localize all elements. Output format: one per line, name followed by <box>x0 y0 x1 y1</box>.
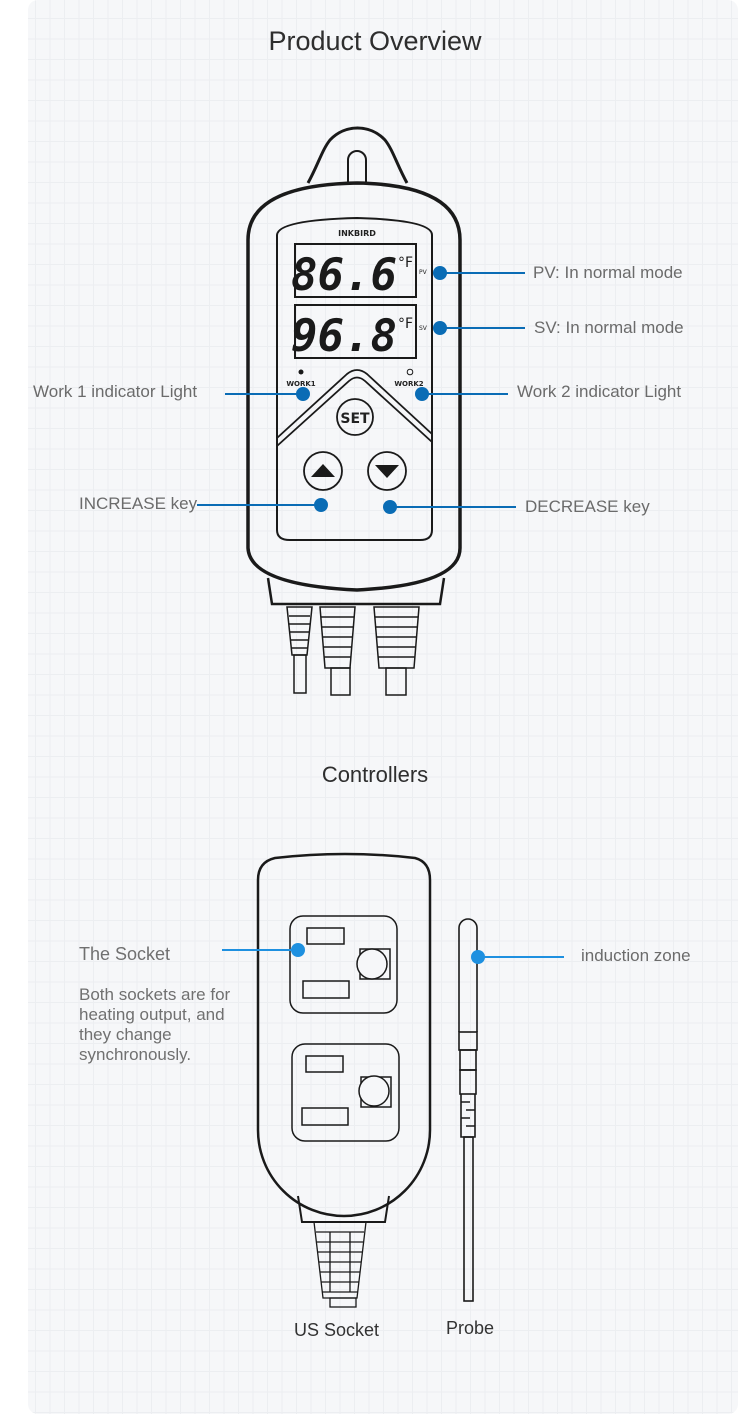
sv-display-window <box>294 304 417 359</box>
chevron-outer <box>276 369 433 439</box>
work1-callout-dot <box>296 387 310 401</box>
socket-title: The Socket <box>79 944 171 964</box>
probe-callout-label: induction zone <box>581 946 691 965</box>
pv-value: 86.6 <box>291 250 397 301</box>
hanger-tab <box>306 126 409 184</box>
increase-callout-dot <box>314 498 328 512</box>
work2-tag: WORK2 <box>394 380 423 388</box>
sv-unit: °F <box>398 316 413 332</box>
work2-callout-label: Work 2 indicator Light <box>517 382 682 401</box>
work2-callout-dot <box>415 387 429 401</box>
decrease-key[interactable] <box>367 451 407 491</box>
outlet-top <box>289 915 398 1014</box>
cable-glands <box>286 606 420 696</box>
socket-callout-dot <box>291 943 305 957</box>
probe-callout-dot <box>471 950 485 964</box>
overview-callout-dots <box>296 266 447 514</box>
hanger-hole <box>347 150 367 183</box>
device-faceplate <box>276 216 433 541</box>
socket-unit <box>256 852 432 1308</box>
pv-callout-dot <box>433 266 447 280</box>
controllers-callout-lines <box>222 949 564 958</box>
set-key[interactable]: SET <box>336 398 374 436</box>
section-title-overview: Product Overview <box>268 26 482 56</box>
down-arrow-icon <box>375 465 399 478</box>
brand-label: INKBIRD <box>338 229 376 238</box>
pv-unit: °F <box>398 255 413 271</box>
overview-callout-lines <box>197 272 525 508</box>
work2-led <box>406 368 414 376</box>
controller-device: INKBIRD 86.6 96.8 °F °F PV SV WORK1 WORK… <box>197 126 525 696</box>
set-key-label: SET <box>340 411 370 427</box>
plug-cable <box>313 1221 367 1308</box>
background-panel <box>28 0 738 1414</box>
section-title-controllers: Controllers <box>321 762 429 787</box>
work1-callout-label: Work 1 indicator Light <box>33 382 198 401</box>
outlet-bottom <box>291 1043 400 1142</box>
socket-body <box>256 852 432 1218</box>
increase-key[interactable] <box>303 451 343 491</box>
sv-callout-label: SV: In normal mode <box>534 318 684 337</box>
socket-collar <box>297 1195 390 1223</box>
device-body <box>246 181 462 592</box>
device-collar <box>266 577 446 606</box>
probe <box>458 918 478 1302</box>
decrease-callout-label: DECREASE key <box>525 497 650 516</box>
work1-led <box>298 369 304 375</box>
up-arrow-icon <box>311 464 335 477</box>
work1-tag: WORK1 <box>286 380 315 388</box>
socket-description: Both sockets are for heating output, and… <box>79 985 231 1064</box>
pv-display-window <box>294 243 417 298</box>
us-socket-caption: US Socket <box>294 1320 380 1340</box>
sv-value: 96.8 <box>291 311 397 362</box>
chevron-inner <box>276 376 433 447</box>
decrease-callout-dot <box>383 500 397 514</box>
probe-caption: Probe <box>446 1318 495 1338</box>
pv-tag: PV <box>419 269 428 276</box>
pv-callout-label: PV: In normal mode <box>533 263 683 282</box>
increase-callout-label: INCREASE key <box>79 494 198 513</box>
sv-callout-dot <box>433 321 447 335</box>
sv-tag: SV <box>419 325 428 332</box>
